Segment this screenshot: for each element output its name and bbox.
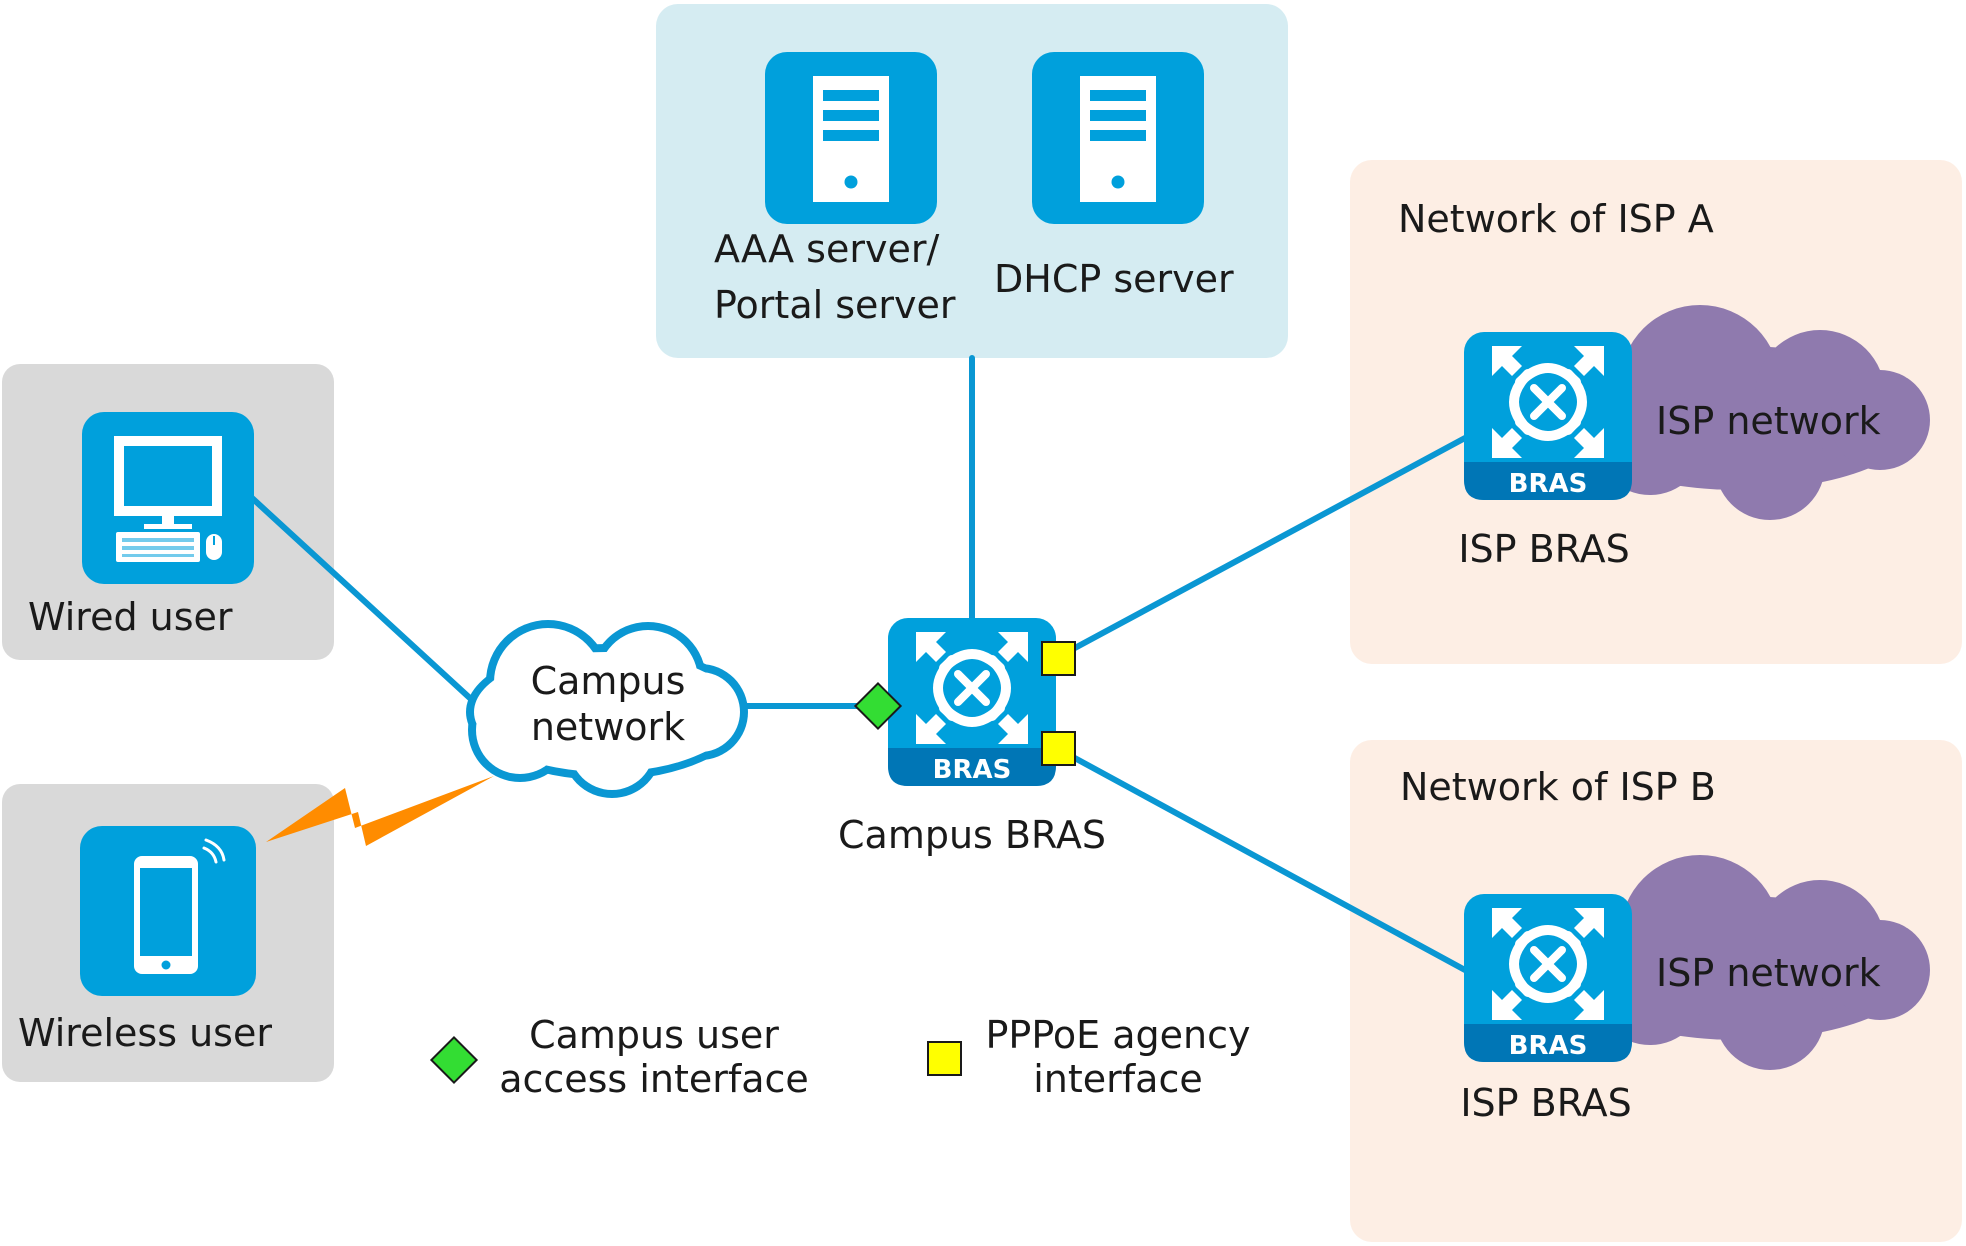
campus-bras: BRAS (888, 618, 1056, 786)
server-icon (813, 76, 889, 202)
campus-network-label-line1: Campus (531, 659, 686, 703)
campus-network-label-line2: network (531, 705, 685, 749)
isp-network-a-label: ISP network (1656, 399, 1881, 443)
aaa-server-label-line1: AAA server/ (714, 227, 939, 271)
isp-b-cloud (1560, 855, 1930, 1070)
isp-a-title: Network of ISP A (1398, 197, 1714, 241)
campus-network-cloud (466, 620, 748, 798)
wireless-user-label: Wireless user (18, 1011, 272, 1055)
isp-bras-a: BRAS (1464, 332, 1632, 500)
isp-bras-b: BRAS (1464, 894, 1632, 1062)
mobile-phone-icon (134, 838, 226, 974)
legend-campus-iface-marker (429, 1035, 479, 1085)
wireless-user-device (80, 826, 256, 996)
wired-user-device (82, 412, 254, 584)
link-campus-bras-to-isp-a (1057, 435, 1468, 659)
legend-campus-iface-line1: Campus user (529, 1013, 779, 1057)
wired-user-label: Wired user (28, 595, 233, 639)
legend-campus-iface-line2: access interface (499, 1057, 809, 1101)
link-wired-user-to-cloud (249, 495, 475, 703)
isp-b-title: Network of ISP B (1400, 765, 1716, 809)
isp-network-b-label: ISP network (1656, 951, 1881, 995)
bras-tag: BRAS (933, 755, 1012, 785)
pppoe-agency-interface-marker-bottom (1041, 731, 1076, 766)
links (249, 355, 1468, 973)
dhcp-server-label: DHCP server (994, 257, 1234, 301)
bras-tag: BRAS (1509, 1031, 1588, 1061)
pppoe-agency-interface-marker-top (1041, 641, 1076, 676)
isp-bras-a-label: ISP BRAS (1458, 527, 1629, 571)
legend-pppoe-iface-line1: PPPoE agency (986, 1013, 1251, 1057)
aaa-server-label-line2: Portal server (714, 283, 956, 327)
dhcp-server (1032, 52, 1204, 224)
server-icon (1080, 76, 1156, 202)
campus-bras-label: Campus BRAS (838, 813, 1106, 857)
desktop-pc-icon (114, 436, 222, 562)
link-campus-bras-to-isp-b (1057, 747, 1468, 973)
bras-tag: BRAS (1509, 469, 1588, 499)
aaa-server (765, 52, 937, 224)
lightning-bolt-icon (266, 776, 494, 846)
isp-bras-b-label: ISP BRAS (1460, 1081, 1631, 1125)
legend-pppoe-iface-marker (927, 1041, 962, 1076)
legend-pppoe-iface-line2: interface (1033, 1057, 1202, 1101)
campus-user-access-interface-marker (853, 681, 903, 731)
